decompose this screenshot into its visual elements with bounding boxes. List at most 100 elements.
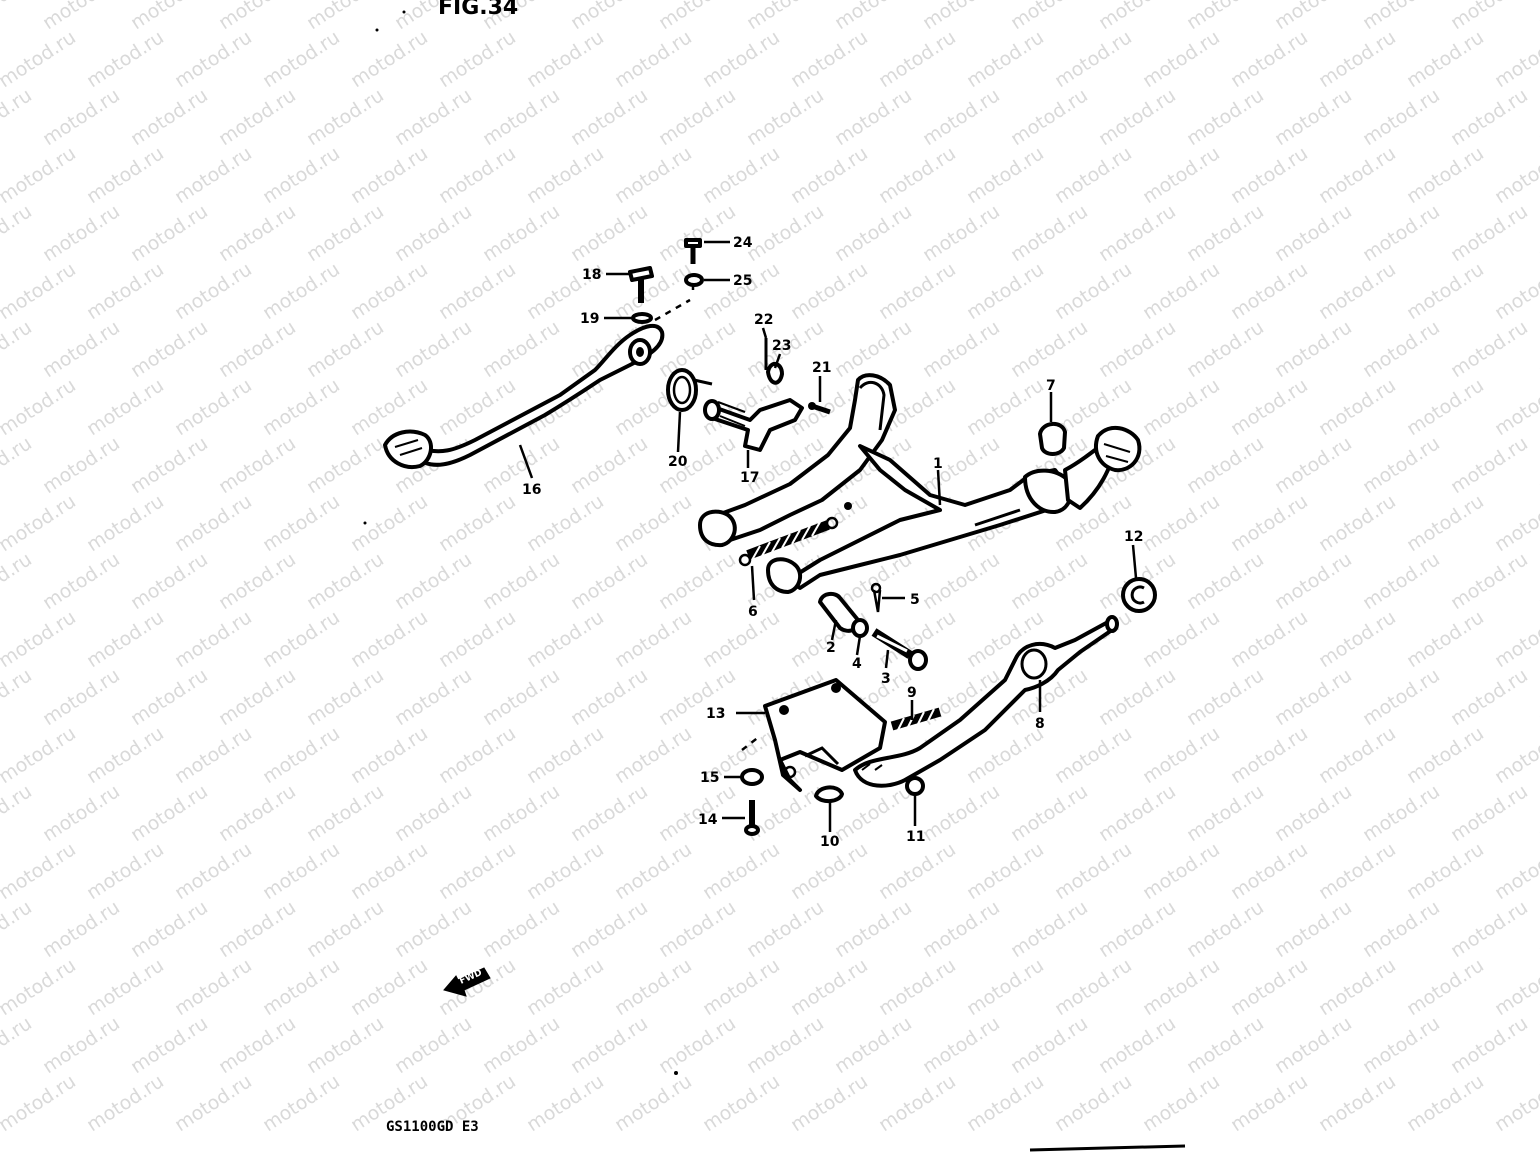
watermark-text: motod.ru — [259, 1070, 344, 1136]
watermark-text: motod.ru — [919, 548, 1004, 614]
shaft-lever-17 — [703, 398, 804, 452]
watermark-text: motod.ru — [39, 0, 124, 34]
watermark-text: motod.ru — [1315, 606, 1400, 672]
dashed-guide — [741, 735, 761, 751]
watermark-text: motod.ru — [83, 374, 168, 440]
watermark-text: motod.ru — [391, 84, 476, 150]
bracket-13 — [763, 678, 887, 792]
stopper-12 — [1121, 577, 1157, 613]
watermark-text: motod.ru — [1139, 838, 1224, 904]
speck — [674, 1071, 678, 1075]
watermark-text: motod.ru — [1271, 0, 1356, 34]
watermark-text: motod.ru — [523, 142, 608, 208]
watermark-text: motod.ru — [1535, 316, 1540, 382]
side-stand-8 — [853, 615, 1119, 788]
watermark-text: motod.ru — [83, 142, 168, 208]
washer-19 — [631, 312, 653, 324]
watermark-text: motod.ru — [919, 316, 1004, 382]
watermark-text: motod.ru — [435, 722, 520, 788]
watermark-text: motod.ru — [347, 258, 432, 324]
watermark-text: motod.ru — [1095, 84, 1180, 150]
watermark-text: motod.ru — [0, 432, 36, 498]
watermark-text: motod.ru — [1139, 374, 1224, 440]
watermark-text: motod.ru — [127, 316, 212, 382]
watermark-text: motod.ru — [127, 1012, 212, 1078]
watermark-text: motod.ru — [655, 1012, 740, 1078]
pin-10 — [814, 785, 844, 803]
watermark-text: motod.ru — [831, 316, 916, 382]
watermark-text: motod.ru — [611, 954, 696, 1020]
watermark-text: motod.ru — [39, 780, 124, 846]
watermark-text: motod.ru — [567, 0, 652, 34]
watermark-text: motod.ru — [1139, 722, 1224, 788]
watermark-text: motod.ru — [567, 896, 652, 962]
watermark-text: motod.ru — [1095, 200, 1180, 266]
callout-17: 17 — [740, 470, 759, 486]
watermark-text: motod.ru — [787, 258, 872, 324]
watermark-text: motod.ru — [567, 200, 652, 266]
watermark-text: motod.ru — [0, 374, 80, 440]
watermark-text: motod.ru — [435, 26, 520, 92]
watermark-text: motod.ru — [391, 316, 476, 382]
watermark-text: motod.ru — [259, 374, 344, 440]
callout-10: 10 — [820, 834, 840, 850]
watermark-text: motod.ru — [1315, 490, 1400, 556]
watermark-text: motod.ru — [479, 548, 564, 614]
watermark-text: motod.ru — [1271, 316, 1356, 382]
watermark-text: motod.ru — [1271, 548, 1356, 614]
cotter-pin-5 — [870, 582, 882, 613]
watermark-text: motod.ru — [215, 200, 300, 266]
watermark-text: motod.ru — [1007, 84, 1092, 150]
watermark-text: motod.ru — [1051, 954, 1136, 1020]
watermark-text: motod.ru — [1227, 954, 1312, 1020]
callout-4: 4 — [852, 656, 862, 672]
watermark-text: motod.ru — [127, 432, 212, 498]
watermark-text: motod.ru — [83, 954, 168, 1020]
watermark-text: motod.ru — [655, 664, 740, 730]
watermark-text: motod.ru — [1359, 200, 1444, 266]
watermark-text: motod.ru — [1447, 896, 1532, 962]
watermark-text: motod.ru — [215, 1012, 300, 1078]
callout-5: 5 — [910, 592, 920, 608]
watermark-text: motod.ru — [523, 722, 608, 788]
watermark-text: motod.ru — [303, 0, 388, 34]
watermark-text: motod.ru — [1535, 200, 1540, 266]
watermark-text: motod.ru — [1447, 780, 1532, 846]
watermark-text: motod.ru — [1139, 258, 1224, 324]
watermark-text: motod.ru — [1139, 606, 1224, 672]
watermark-text: motod.ru — [963, 142, 1048, 208]
watermark-text: motod.ru — [1491, 374, 1540, 440]
watermark-text: motod.ru — [1007, 0, 1092, 34]
watermark-text: motod.ru — [0, 0, 36, 34]
watermark-text: motod.ru — [1139, 954, 1224, 1020]
watermark-text: motod.ru — [1359, 896, 1444, 962]
watermark-text: motod.ru — [1095, 780, 1180, 846]
speck — [363, 521, 367, 525]
watermark-text: motod.ru — [1403, 258, 1488, 324]
watermark-text: motod.ru — [83, 26, 168, 92]
watermark-text: motod.ru — [919, 1012, 1004, 1078]
watermark-text: motod.ru — [171, 490, 256, 556]
watermark-text: motod.ru — [831, 200, 916, 266]
watermark-text: motod.ru — [1447, 1012, 1532, 1078]
watermark-text: motod.ru — [0, 722, 80, 788]
bottom-edge-line — [1029, 1144, 1186, 1152]
callout-21: 21 — [812, 360, 831, 376]
watermark-text: motod.ru — [523, 26, 608, 92]
watermark-text: motod.ru — [1183, 200, 1268, 266]
watermark-text: motod.ru — [1007, 200, 1092, 266]
watermark-text: motod.ru — [215, 0, 300, 34]
watermark-text: motod.ru — [1403, 838, 1488, 904]
watermark-text: motod.ru — [39, 84, 124, 150]
watermark-text: motod.ru — [0, 954, 80, 1020]
watermark-text: motod.ru — [39, 548, 124, 614]
watermark-text: motod.ru — [347, 142, 432, 208]
watermark-text: motod.ru — [1359, 780, 1444, 846]
callout-20: 20 — [668, 454, 688, 470]
watermark-text: motod.ru — [171, 258, 256, 324]
watermark-text: motod.ru — [1491, 490, 1540, 556]
watermark-text: motod.ru — [787, 1070, 872, 1136]
watermark-text: motod.ru — [1535, 0, 1540, 34]
watermark-text: motod.ru — [303, 1012, 388, 1078]
callout-24: 24 — [733, 235, 753, 251]
